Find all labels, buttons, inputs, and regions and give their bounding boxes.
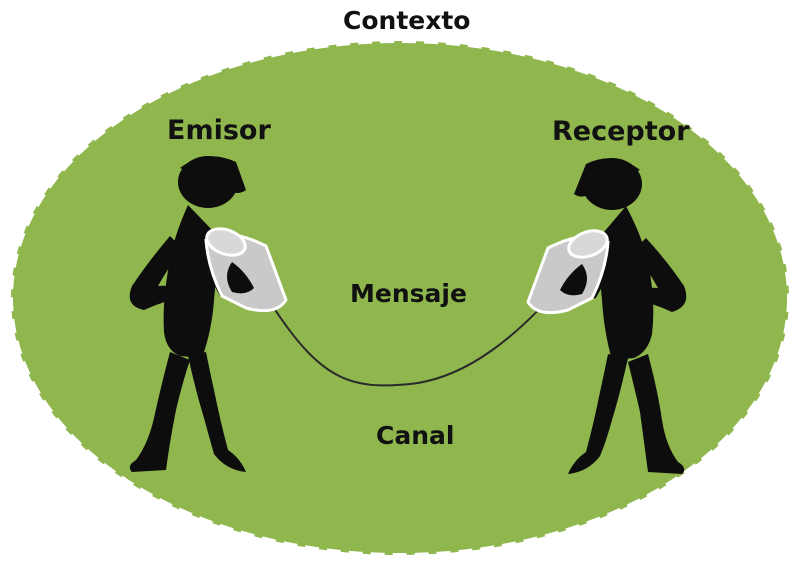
receiver-label: Receptor	[552, 116, 690, 147]
message-label: Mensaje	[350, 279, 467, 308]
channel-label: Canal	[376, 421, 455, 450]
context-label: Contexto	[343, 6, 471, 35]
sender-label: Emisor	[167, 115, 271, 146]
channel-string	[269, 299, 549, 387]
receiver-figure-icon	[568, 158, 687, 474]
receiver-can-icon	[526, 229, 610, 315]
sender-can-icon	[204, 227, 288, 313]
